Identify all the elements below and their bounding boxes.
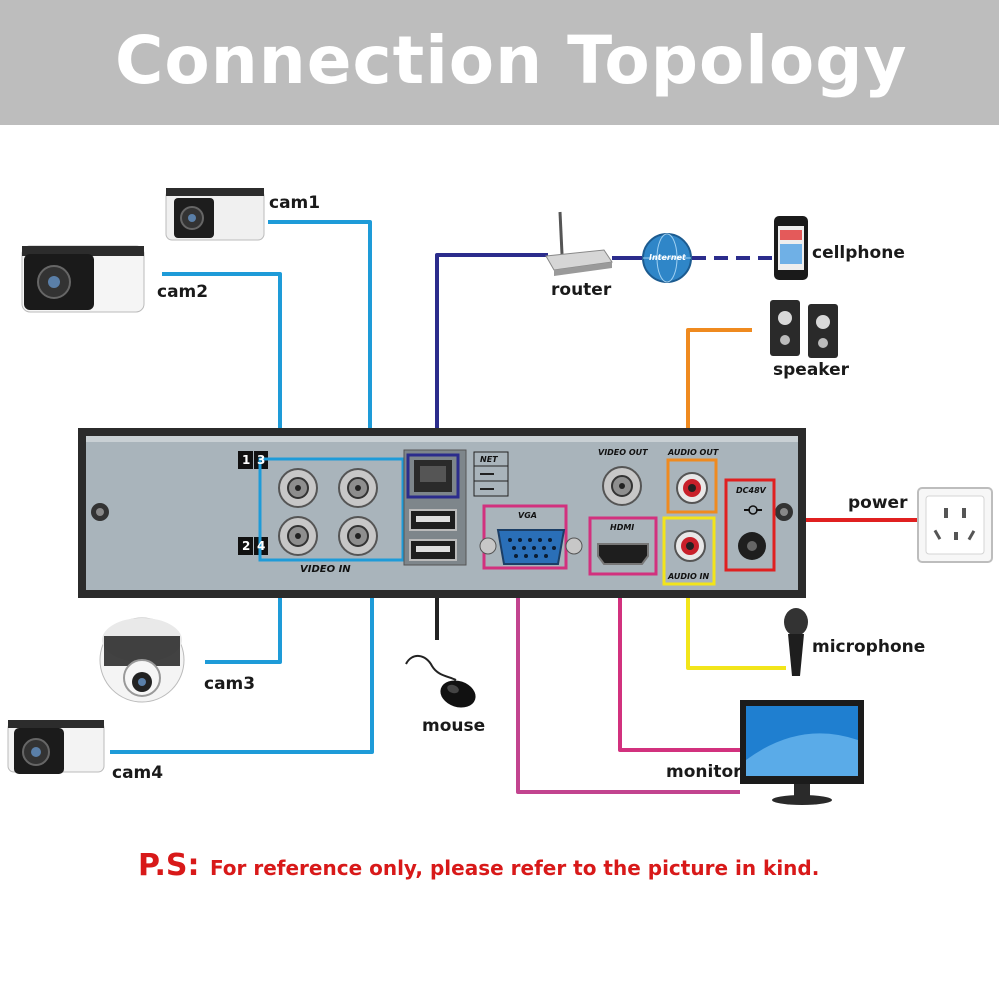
audio-out-highlight bbox=[666, 458, 718, 514]
cam4-label: cam4 bbox=[112, 763, 164, 783]
mouse-device bbox=[405, 655, 476, 708]
internet-globe-icon bbox=[642, 233, 692, 283]
cam3-camera bbox=[99, 617, 185, 703]
cam3-label: cam3 bbox=[204, 674, 256, 694]
net-port-highlight bbox=[406, 453, 460, 499]
dc-highlight bbox=[724, 478, 776, 572]
internet-label: Internet bbox=[649, 253, 686, 262]
speaker-label: speaker bbox=[773, 360, 850, 380]
audio-in-cable bbox=[686, 585, 786, 670]
vga-cable bbox=[516, 570, 740, 794]
header-bar: Connection Topology bbox=[0, 0, 999, 125]
microphone-device bbox=[784, 608, 808, 676]
port-4-label: 4 bbox=[257, 539, 266, 553]
power-socket bbox=[917, 487, 993, 563]
footnote-text: For reference only, please refer to the … bbox=[209, 856, 820, 880]
cam4-camera bbox=[7, 720, 105, 774]
hdmi-highlight bbox=[588, 516, 658, 576]
audio-in-label: AUDIO IN bbox=[668, 572, 710, 581]
audio-out-cable bbox=[686, 328, 752, 460]
cellphone-label: cellphone bbox=[812, 243, 905, 263]
port-2-label: 2 bbox=[242, 539, 251, 553]
network-cable bbox=[435, 253, 548, 455]
power-label: power bbox=[848, 493, 908, 513]
router-device bbox=[545, 211, 613, 276]
vga-highlight bbox=[482, 504, 568, 570]
footnote-prefix: P.S: bbox=[138, 848, 200, 883]
cam1-label: cam1 bbox=[269, 193, 321, 213]
net-label: NET bbox=[480, 455, 498, 464]
cam2-camera bbox=[21, 245, 145, 313]
cam4-cable bbox=[110, 560, 374, 754]
monitor-device bbox=[740, 700, 864, 805]
hdmi-label: HDMI bbox=[610, 523, 635, 532]
dc-label: DC48V bbox=[736, 486, 766, 495]
audio-in-highlight bbox=[662, 516, 716, 586]
page-title: Connection Topology bbox=[115, 22, 908, 99]
hdmi-cable bbox=[618, 575, 740, 752]
cam2-cable bbox=[162, 272, 282, 460]
cam1-camera bbox=[165, 188, 265, 241]
router-label: router bbox=[551, 280, 612, 300]
cam2-label: cam2 bbox=[157, 282, 209, 302]
mouse-label: mouse bbox=[422, 716, 486, 736]
cellphone-device bbox=[774, 216, 808, 280]
footnote: P.S: For reference only, please refer to… bbox=[138, 848, 819, 883]
hdmi-port bbox=[597, 543, 649, 565]
vga-label: VGA bbox=[518, 511, 537, 520]
cam1-cable bbox=[268, 220, 372, 460]
monitor-label: monitor bbox=[666, 762, 742, 782]
port-1-label: 1 bbox=[242, 453, 251, 467]
video-in-label: VIDEO IN bbox=[300, 564, 351, 575]
audio-out-label: AUDIO OUT bbox=[668, 448, 719, 457]
bnc-connectors bbox=[278, 468, 378, 556]
microphone-label: microphone bbox=[812, 637, 926, 657]
port-3-label: 3 bbox=[257, 453, 266, 467]
speaker-device bbox=[770, 300, 838, 358]
video-in-highlight bbox=[258, 457, 405, 562]
video-out-label: VIDEO OUT bbox=[598, 448, 648, 457]
